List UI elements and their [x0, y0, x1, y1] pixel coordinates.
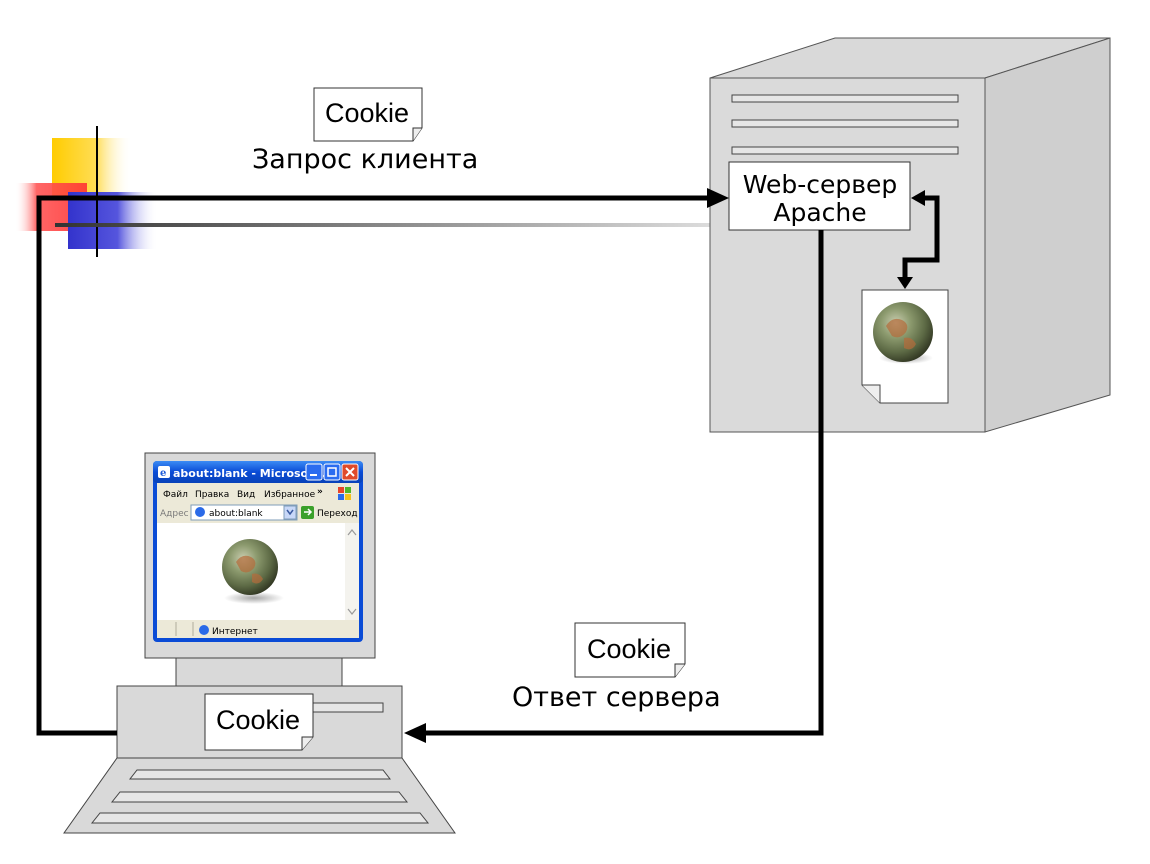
request-arrow-head	[707, 188, 729, 208]
scroll-up-icon[interactable]	[347, 529, 357, 536]
address-input[interactable]	[190, 504, 298, 521]
ie-icon-letter: e	[160, 468, 166, 479]
status-zone-label: Интернет	[212, 627, 258, 637]
server-drive-slot	[731, 119, 959, 128]
menu-item-edit[interactable]: Правка	[195, 490, 229, 500]
globe-shadow	[224, 592, 284, 604]
server-label-line2: Apache	[773, 198, 866, 227]
server-document-link	[897, 190, 940, 289]
server-side	[984, 37, 1111, 433]
ie-icon	[158, 466, 170, 478]
address-dropdown-button[interactable]	[283, 505, 297, 520]
cookie-tag-text: Cookie	[325, 98, 409, 128]
minimize-icon	[310, 474, 317, 476]
close-icon	[345, 467, 355, 477]
server-label: Web-сервер Apache	[728, 161, 911, 231]
address-label: Адрес	[160, 509, 189, 519]
server-label-line1: Web-сервер	[743, 170, 898, 199]
menu-item-file[interactable]: Файл	[163, 490, 188, 500]
cookie-tag-text: Cookie	[587, 634, 671, 664]
cookie-tag-client: Cookie	[204, 693, 314, 751]
cookie-tag-response: Cookie	[574, 622, 686, 678]
server-label-box	[728, 161, 911, 231]
internet-zone-icon	[199, 625, 209, 635]
deco-blue-square	[68, 192, 158, 249]
scroll-down-icon[interactable]	[347, 608, 357, 615]
server-drive-slot	[731, 94, 959, 103]
browser-title: about:blank - Microsoft ...	[173, 467, 335, 480]
globe-continent	[236, 555, 263, 584]
decoration	[15, 126, 715, 257]
go-arrow-icon	[304, 508, 313, 516]
menu-item-view[interactable]: Вид	[237, 490, 255, 500]
server-drive-slot	[731, 146, 959, 155]
response-label: Ответ сервера	[512, 682, 721, 713]
windows-logo-icon	[338, 487, 351, 500]
document-corner-fold	[862, 384, 881, 403]
request-label: Запрос клиента	[252, 144, 478, 175]
drive-slot	[305, 702, 384, 713]
arrow-head-left	[911, 190, 925, 206]
response-line	[422, 230, 824, 736]
menu-more-chevron[interactable]: »	[317, 487, 323, 497]
browser-window: e about:blank - Microsoft ... Файл Правк…	[153, 461, 363, 642]
web-page-document	[861, 289, 949, 404]
request-line	[36, 195, 712, 736]
status-bar	[157, 620, 359, 638]
cookie-tag-text: Cookie	[216, 705, 300, 735]
menu-item-favorites[interactable]: Избранное	[264, 490, 316, 500]
maximize-button[interactable]	[323, 463, 341, 481]
go-button-label[interactable]: Переход	[317, 509, 358, 519]
bidirectional-arrow	[902, 195, 940, 282]
arrow-head-down	[897, 277, 913, 289]
connections	[36, 188, 824, 743]
cookie-tag-fold	[674, 663, 685, 677]
cookie-tag-request: Cookie	[313, 87, 423, 142]
keyboard-row	[128, 769, 392, 780]
globe-continent	[886, 318, 916, 350]
minimize-button[interactable]	[305, 463, 323, 481]
cookie-tag-fold	[301, 736, 313, 750]
monitor-stand	[175, 657, 343, 687]
chevron-down-icon	[286, 509, 294, 516]
page-icon	[195, 507, 205, 517]
keyboard-row	[110, 791, 409, 803]
vertical-scrollbar[interactable]	[345, 523, 359, 620]
response-arrow-head	[404, 723, 426, 743]
keyboard-row	[90, 812, 430, 824]
address-value: about:blank	[209, 509, 263, 519]
cookie-tag-fold	[412, 127, 422, 141]
menu-bar	[157, 483, 359, 502]
deco-horizontal-line	[55, 223, 715, 227]
maximize-icon	[327, 467, 337, 477]
